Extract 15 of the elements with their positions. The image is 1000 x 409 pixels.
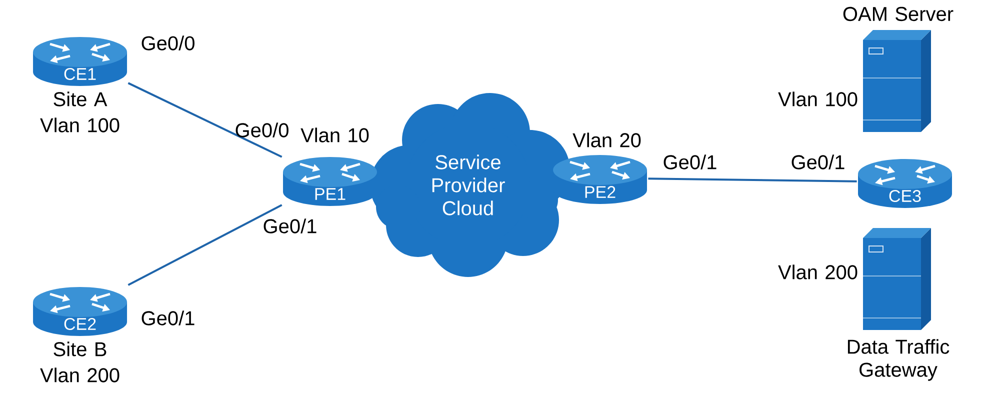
caption-text: Ge0/0	[142, 36, 194, 50]
caption-text: Vlan 100	[778, 92, 858, 106]
caption-text: Vlan 10	[300, 128, 369, 142]
caption-text: Ge0/0	[236, 122, 288, 138]
caption-text: Ge0/1	[142, 310, 194, 326]
connection-line	[128, 82, 282, 158]
caption-text: Ge0/1	[792, 154, 844, 170]
caption-text: Vlan 200	[778, 264, 858, 280]
caption-text: Ge0/1	[664, 154, 716, 170]
caption-text: Vlan 20	[572, 132, 641, 148]
caption-text: Ge0/1	[264, 218, 316, 234]
caption-text: Site A Vlan 100	[40, 92, 120, 132]
connection-line	[648, 178, 857, 182]
connection-line	[128, 204, 282, 286]
caption-text: Site B Vlan 200	[40, 342, 120, 382]
